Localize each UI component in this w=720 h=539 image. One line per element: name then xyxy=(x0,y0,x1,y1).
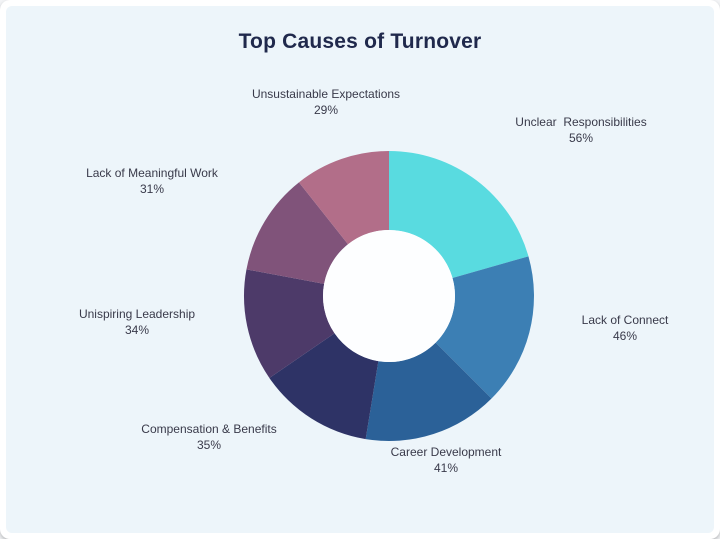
segment-label: Compensation & Benefits xyxy=(141,422,277,436)
chart-title: Top Causes of Turnover xyxy=(238,30,482,53)
segment-label: Career Development xyxy=(390,445,502,459)
donut-segment-1 xyxy=(435,256,534,399)
segment-value: 41% xyxy=(433,461,459,475)
segment-value: 56% xyxy=(568,131,594,145)
segment-label: Unsustainable Expectations xyxy=(251,87,401,101)
donut-segment-4 xyxy=(244,269,335,378)
label-compensation-benefits: Compensation & Benefits 35% xyxy=(141,421,276,453)
donut-segment-5 xyxy=(246,182,349,284)
donut-hole xyxy=(323,230,455,362)
donut-segment-0 xyxy=(389,151,529,278)
label-unispiring-leadership: Unispiring Leadership 34% xyxy=(79,306,195,338)
segment-label: Unclear Responsibilities xyxy=(515,115,647,129)
chart-canvas: Top Causes of Turnover Unsustainable Exp… xyxy=(6,6,714,533)
segment-label: Lack of Connect xyxy=(581,313,669,327)
donut-segment-2 xyxy=(365,342,492,442)
segment-value: 35% xyxy=(196,438,222,452)
label-unclear-responsibilities: Unclear Responsibilities 56% xyxy=(515,114,646,146)
label-career-development: Career Development 41% xyxy=(391,444,502,476)
donut-chart xyxy=(244,151,534,442)
label-lack-of-meaningful-work: Lack of Meaningful Work 31% xyxy=(86,165,218,197)
donut-segment-3 xyxy=(269,333,379,440)
label-unsustainable-expectations: Unsustainable Expectations 29% xyxy=(252,86,400,118)
segment-label: Lack of Meaningful Work xyxy=(86,166,218,180)
segment-label: Unispiring Leadership xyxy=(78,307,196,321)
donut-segment-6 xyxy=(298,151,389,245)
segment-value: 34% xyxy=(124,323,150,337)
segment-value: 46% xyxy=(612,329,638,343)
segment-value: 29% xyxy=(313,103,339,117)
segment-value: 31% xyxy=(139,182,165,196)
label-lack-of-connect: Lack of Connect 46% xyxy=(582,312,669,344)
